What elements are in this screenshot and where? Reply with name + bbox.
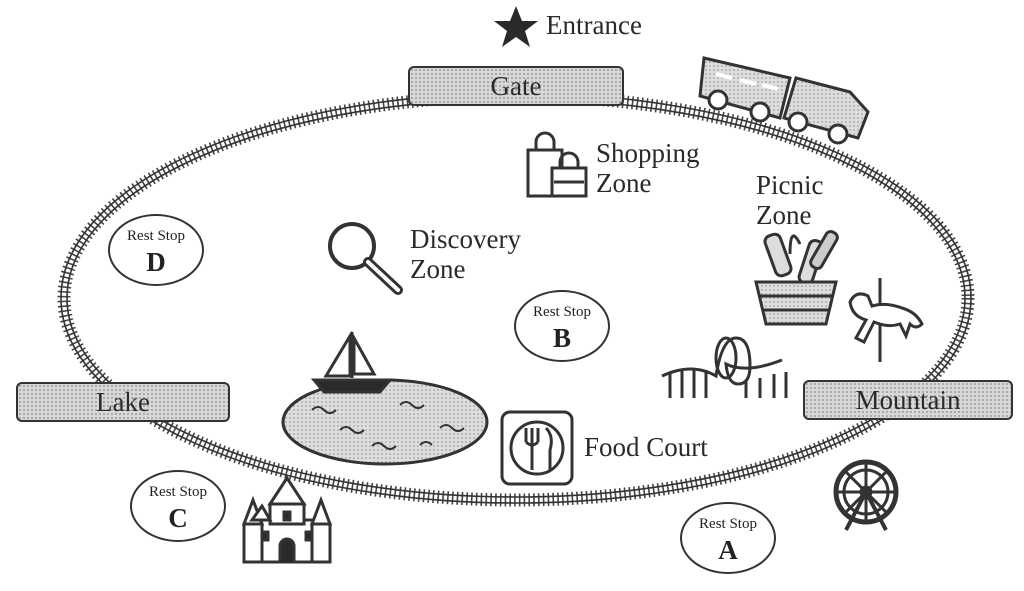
train-icon [698, 56, 870, 145]
discovery-zone-label: Discovery Zone [410, 224, 521, 285]
rest-stop-c: Rest Stop C [130, 470, 226, 542]
station-lake: Lake [16, 382, 230, 422]
picnic-zone-label: Picnic Zone [756, 170, 824, 231]
station-mountain: Mountain [803, 380, 1013, 420]
rest-stop-a: Rest Stop A [680, 502, 776, 574]
station-gate: Gate [408, 66, 624, 106]
picnic-basket-icon [754, 230, 839, 326]
entrance-label: Entrance [546, 10, 642, 40]
castle-icon [241, 475, 333, 564]
lake-icon [281, 378, 489, 466]
ferris-wheel-icon [833, 459, 899, 531]
rest-stop-b: Rest Stop B [514, 290, 610, 362]
sailboat-icon [310, 330, 394, 394]
rest-stop-d: Rest Stop D [108, 214, 204, 286]
shopping-zone-label: Shopping Zone [596, 138, 700, 199]
plate-fork-knife-icon [500, 410, 574, 486]
magnifying-glass-icon [328, 222, 403, 295]
roller-coaster-icon [661, 336, 788, 398]
carousel-horse-icon [848, 278, 924, 362]
shopping-bag-icon [526, 131, 588, 198]
star-icon [494, 6, 538, 47]
food-court-label: Food Court [584, 432, 708, 462]
